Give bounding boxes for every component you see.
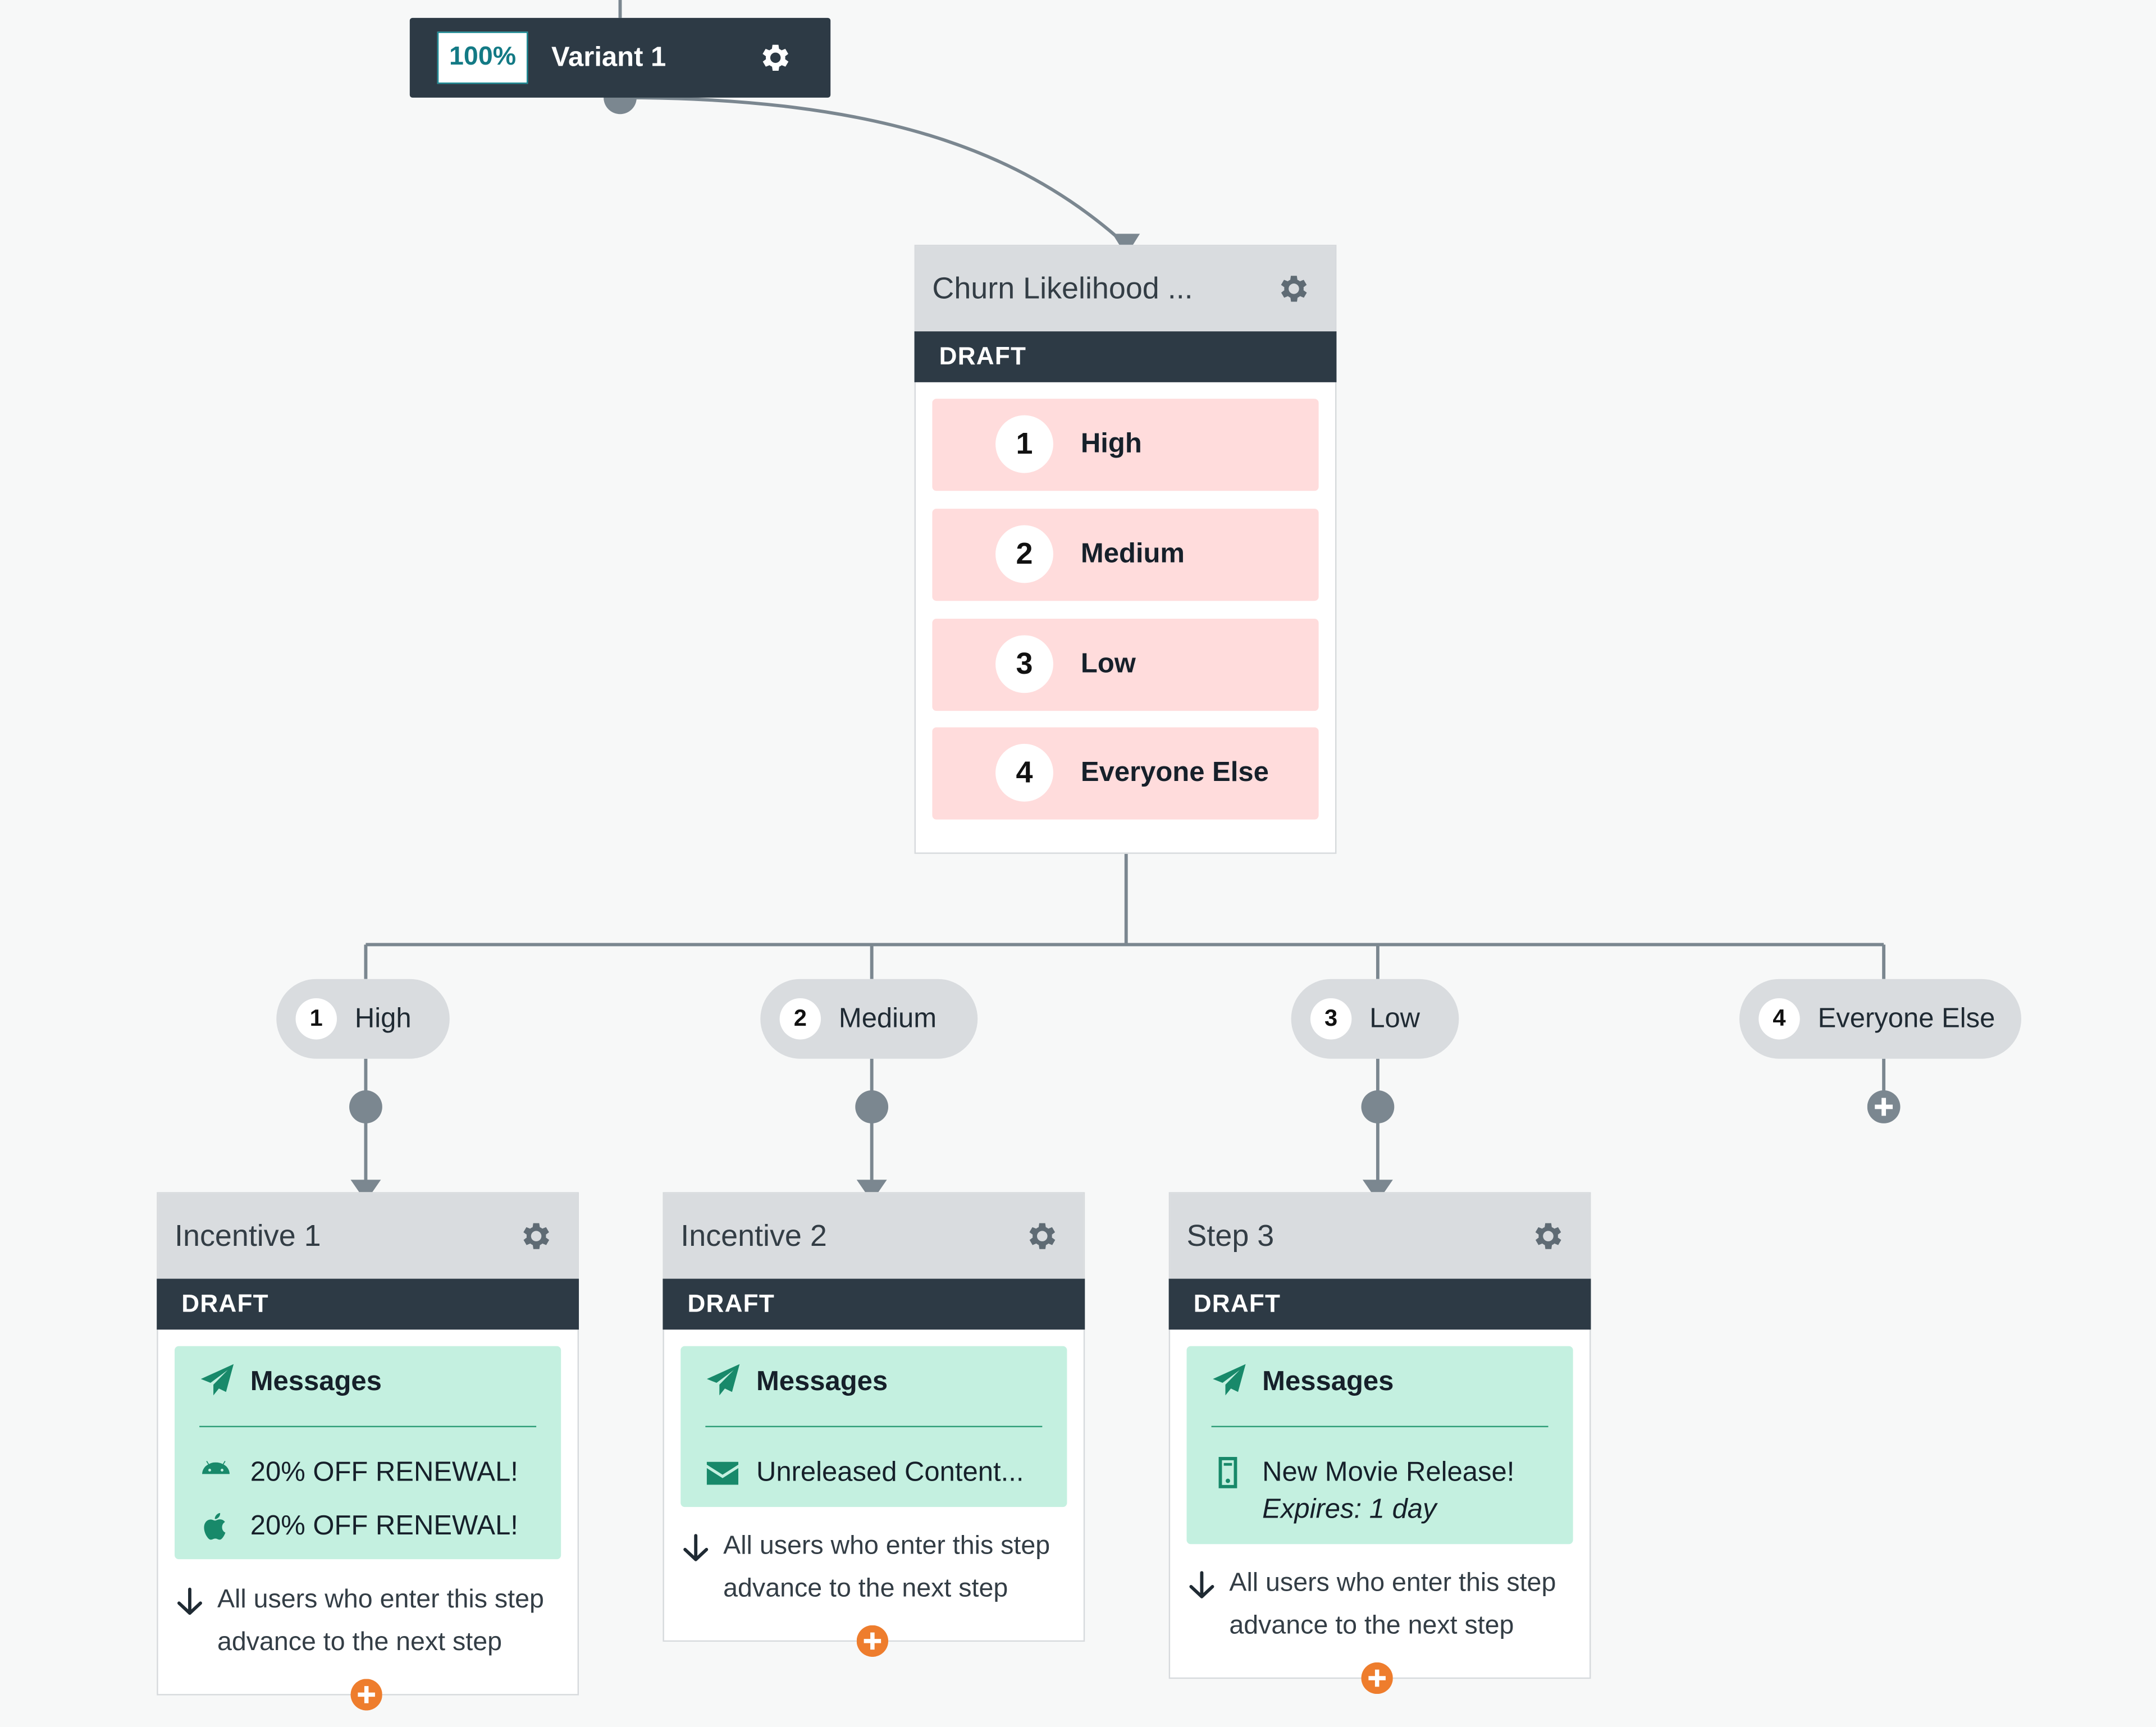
step-card-step-3[interactable]: Step 3 DRAFT Messages New Movie Release!… [1168, 1192, 1591, 1679]
status-badge: DRAFT [663, 1278, 1085, 1330]
segment-item[interactable]: 4 Everyone Else [932, 727, 1319, 820]
branch-label: Medium [838, 1003, 937, 1034]
segment-number: 3 [995, 635, 1053, 693]
gear-icon[interactable] [756, 40, 792, 76]
segment-label: Low [1080, 648, 1136, 679]
advance-text-line: All users who enter this step [1229, 1569, 1556, 1598]
arrow-down-icon [175, 1587, 205, 1617]
messages-title: Messages [250, 1367, 382, 1397]
paper-plane-icon [705, 1363, 741, 1399]
segment-number: 2 [995, 525, 1053, 583]
card-header: Incentive 1 [158, 1193, 578, 1279]
paper-plane-icon [199, 1363, 235, 1399]
segment-number: 1 [995, 415, 1053, 473]
branch-3-output-handle[interactable] [1361, 1090, 1395, 1123]
step-card-incentive-2[interactable]: Incentive 2 DRAFT Messages Unreleased Co… [663, 1192, 1085, 1642]
status-badge: DRAFT [1168, 1278, 1591, 1330]
branch-label: Low [1369, 1003, 1420, 1034]
variant-percent[interactable]: 100% [437, 31, 528, 84]
card-title: Incentive 2 [680, 1218, 827, 1253]
apple-icon [199, 1510, 232, 1543]
gear-icon[interactable] [1275, 271, 1310, 307]
add-step-plus-icon[interactable] [857, 1625, 888, 1657]
segment-label: Medium [1080, 539, 1185, 569]
segmentation-step-card[interactable]: Churn Likelihood ... DRAFT 1 High 2 Medi… [914, 244, 1337, 854]
branch-pill-high[interactable]: 1 High [276, 979, 450, 1059]
advance-text-line: advance to the next step [723, 1574, 1008, 1603]
add-step-plus-icon[interactable] [1362, 1662, 1393, 1694]
messages-title: Messages [756, 1367, 888, 1397]
message-item[interactable]: 20% OFF RENEWAL! [250, 1511, 518, 1542]
messages-block[interactable]: Messages New Movie Release! Expires: 1 d… [1186, 1346, 1573, 1545]
variant-node[interactable]: 100% Variant 1 [409, 17, 831, 98]
variant-name: Variant 1 [551, 42, 666, 73]
divider [199, 1426, 537, 1428]
segment-item[interactable]: 3 Low [932, 619, 1319, 711]
advance-text-line: All users who enter this step [723, 1532, 1050, 1561]
card-header: Incentive 2 [664, 1193, 1084, 1279]
message-item[interactable]: 20% OFF RENEWAL! [250, 1457, 518, 1488]
gear-icon[interactable] [1529, 1218, 1565, 1254]
arrow-down-icon [1186, 1570, 1217, 1601]
branch-number: 2 [779, 998, 821, 1040]
android-icon [199, 1456, 232, 1489]
card-title: Incentive 1 [175, 1218, 321, 1253]
card-header: Step 3 [1170, 1193, 1590, 1279]
branch-2-output-handle[interactable] [855, 1090, 889, 1123]
message-expiry: Expires: 1 day [1262, 1495, 1437, 1525]
status-badge: DRAFT [914, 331, 1337, 382]
branch-number: 3 [1310, 998, 1352, 1040]
branch-label: High [354, 1003, 412, 1034]
divider [705, 1426, 1043, 1428]
card-title: Step 3 [1186, 1218, 1275, 1253]
advance-text-line: All users who enter this step [217, 1585, 544, 1615]
segment-label: Everyone Else [1080, 757, 1269, 788]
messages-block[interactable]: Messages 20% OFF RENEWAL! 20% OFF RENEWA… [175, 1346, 561, 1560]
segment-number: 4 [995, 743, 1053, 802]
branch-pill-low[interactable]: 3 Low [1291, 979, 1459, 1059]
arrow-down-icon [680, 1533, 711, 1564]
divider [1211, 1426, 1549, 1428]
segment-label: High [1080, 429, 1142, 459]
messages-block[interactable]: Messages Unreleased Content... [680, 1346, 1067, 1507]
segment-item[interactable]: 1 High [932, 399, 1319, 491]
mobile-phone-icon [1212, 1456, 1245, 1489]
paper-plane-icon [1212, 1363, 1248, 1399]
branch-pill-everyone-else[interactable]: 4 Everyone Else [1739, 979, 2022, 1059]
advance-text-line: advance to the next step [1229, 1611, 1514, 1641]
envelope-icon [705, 1456, 739, 1490]
message-item[interactable]: Unreleased Content... [756, 1457, 1024, 1488]
advance-text-line: advance to the next step [217, 1628, 502, 1657]
card-header: Churn Likelihood ... [916, 246, 1335, 332]
branch-label: Everyone Else [1817, 1003, 1995, 1034]
message-item[interactable]: New Movie Release! [1262, 1457, 1515, 1488]
step-card-incentive-1[interactable]: Incentive 1 DRAFT Messages 20% OFF RENEW… [157, 1192, 579, 1696]
branch-number: 1 [295, 998, 337, 1040]
branch-pill-medium[interactable]: 2 Medium [760, 979, 978, 1059]
status-badge: DRAFT [157, 1278, 579, 1330]
branch-number: 4 [1758, 998, 1800, 1040]
messages-title: Messages [1262, 1367, 1394, 1397]
gear-icon[interactable] [517, 1218, 553, 1254]
add-step-plus-icon[interactable] [1867, 1090, 1901, 1123]
branch-1-output-handle[interactable] [349, 1090, 382, 1123]
segment-item[interactable]: 2 Medium [932, 509, 1319, 601]
card-title: Churn Likelihood ... [932, 271, 1193, 305]
gear-icon[interactable] [1023, 1218, 1059, 1254]
add-step-plus-icon[interactable] [350, 1679, 382, 1710]
